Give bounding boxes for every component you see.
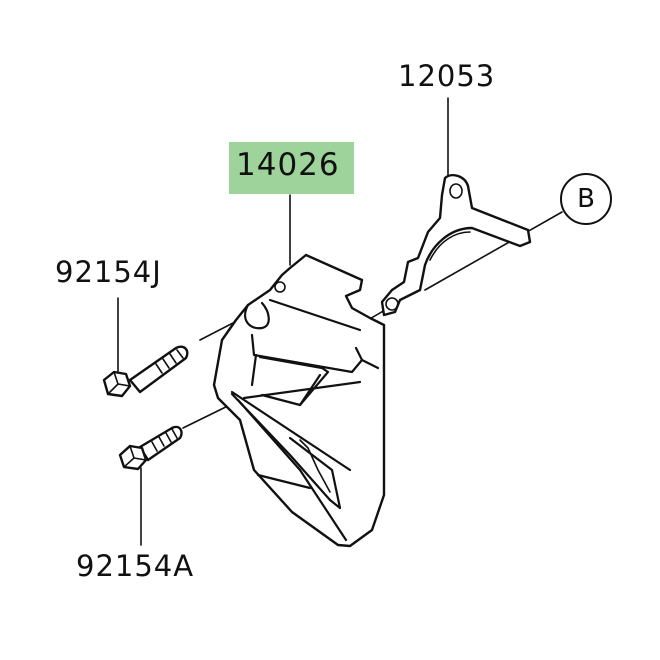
part-label-14026[interactable]: 14026 (236, 147, 340, 183)
part-label-92154a[interactable]: 92154A (76, 549, 195, 583)
lower-bolt-drawing (118, 425, 183, 471)
axis-line-to-ref-b (424, 211, 563, 291)
upper-bolt-drawing (102, 345, 189, 398)
reference-marker-label: B (577, 184, 595, 214)
part-label-92154j[interactable]: 92154J (55, 255, 162, 289)
reference-marker-b: B (560, 173, 612, 225)
part-label-12053[interactable]: 12053 (398, 59, 496, 93)
bracket-drawing (380, 174, 532, 317)
part-highlight-14026 (229, 142, 354, 194)
sprocket-cover-drawing (212, 253, 386, 548)
